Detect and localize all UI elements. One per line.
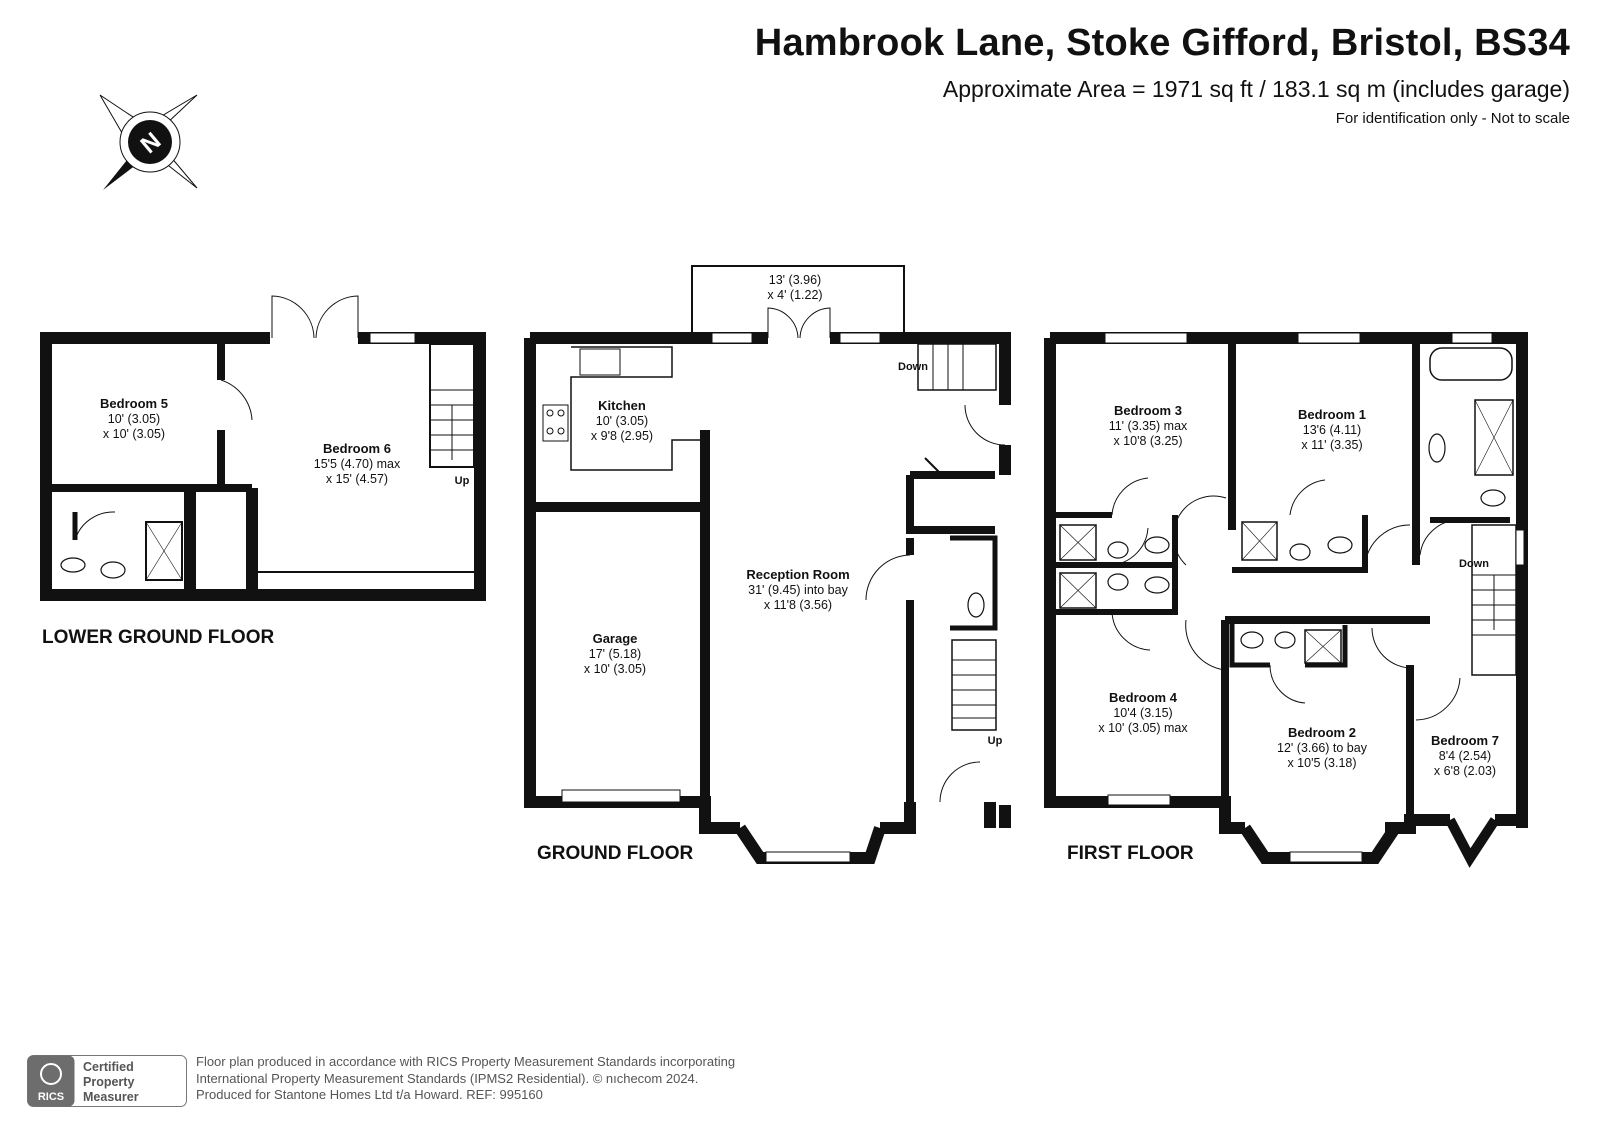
- reception-dim1: 31' (9.45) into bay: [748, 583, 848, 597]
- garage-dim1: 17' (5.18): [589, 647, 641, 661]
- lower-stairs-up-label: Up: [455, 475, 470, 487]
- bedroom6-dim2: x 15' (4.57): [326, 472, 388, 486]
- bedroom6-dim1: 15'5 (4.70) max: [314, 457, 401, 471]
- bedroom4-dim2: x 10' (3.05) max: [1098, 721, 1188, 735]
- bedroom5-name: Bedroom 5: [100, 396, 168, 411]
- bedroom2-name: Bedroom 2: [1288, 725, 1356, 740]
- bedroom7-dim1: 8'4 (2.54): [1439, 749, 1491, 763]
- identification-note: For identification only - Not to scale: [1335, 110, 1570, 127]
- bedroom3-dim1: 11' (3.35) max: [1109, 419, 1188, 433]
- first-stairs-down-label: Down: [1459, 558, 1489, 570]
- lower-ground-floor-plan: [40, 295, 486, 601]
- bedroom1-dim1: 13'6 (4.11): [1303, 423, 1361, 437]
- bedroom7-name: Bedroom 7: [1431, 733, 1499, 748]
- rics-emblem-icon: [40, 1063, 62, 1085]
- badge-line-3: Measurer: [83, 1090, 139, 1104]
- bedroom2-dim2: x 10'5 (3.18): [1287, 756, 1356, 770]
- garage-dim2: x 10' (3.05): [584, 662, 646, 676]
- reception-dim2: x 11'8 (3.56): [764, 598, 832, 612]
- footer-line-1: Floor plan produced in accordance with R…: [196, 1054, 736, 1069]
- lower-ground-floor-label: LOWER GROUND FLOOR: [42, 627, 274, 648]
- bedroom2-dim1: 12' (3.66) to bay: [1277, 741, 1368, 755]
- conservatory-dim2: x 4' (1.22): [767, 288, 822, 302]
- approximate-area: Approximate Area = 1971 sq ft / 183.1 sq…: [942, 76, 1570, 102]
- ground-floor-label: GROUND FLOOR: [537, 843, 693, 864]
- bedroom3-dim2: x 10'8 (3.25): [1113, 434, 1182, 448]
- rics-brand: RICS: [38, 1091, 64, 1103]
- bedroom1-name: Bedroom 1: [1298, 407, 1366, 422]
- bedroom5-dim2: x 10' (3.05): [103, 427, 165, 441]
- bedroom7-dim2: x 6'8 (2.03): [1434, 764, 1496, 778]
- ground-floor-plan: [524, 265, 1011, 864]
- bedroom1-dim2: x 11' (3.35): [1301, 438, 1362, 452]
- bedroom3-name: Bedroom 3: [1114, 403, 1182, 418]
- kitchen-dim1: 10' (3.05): [596, 414, 648, 428]
- conservatory-dim1: 13' (3.96): [769, 273, 821, 287]
- bedroom5-dim1: 10' (3.05): [108, 412, 160, 426]
- badge-line-2: Property: [83, 1075, 134, 1089]
- footer-line-2: International Property Measurement Stand…: [196, 1070, 699, 1086]
- bedroom4-name: Bedroom 4: [1109, 690, 1178, 705]
- bedroom6-name: Bedroom 6: [323, 441, 391, 456]
- first-floor-plan: [1044, 332, 1528, 868]
- reception-name: Reception Room: [746, 567, 849, 582]
- kitchen-name: Kitchen: [598, 398, 646, 413]
- first-floor-label: FIRST FLOOR: [1067, 843, 1194, 864]
- bedroom4-dim1: 10'4 (3.15): [1113, 706, 1172, 720]
- property-address-title: Hambrook Lane, Stoke Gifford, Bristol, B…: [754, 22, 1570, 64]
- ground-stairs-up-label: Up: [988, 735, 1003, 747]
- compass-icon: N: [99, 94, 198, 190]
- badge-line-1: Certified: [83, 1060, 134, 1074]
- footer-credits: Floor plan produced in accordance with R…: [196, 1054, 735, 1104]
- garage-name: Garage: [593, 631, 638, 646]
- rics-certified-badge: RICS Certified Property Measurer: [27, 1055, 187, 1107]
- kitchen-dim2: x 9'8 (2.95): [591, 429, 653, 443]
- ground-stairs-down-label: Down: [898, 361, 928, 373]
- footer-line-3: Produced for Stantone Homes Ltd t/a Howa…: [196, 1087, 543, 1102]
